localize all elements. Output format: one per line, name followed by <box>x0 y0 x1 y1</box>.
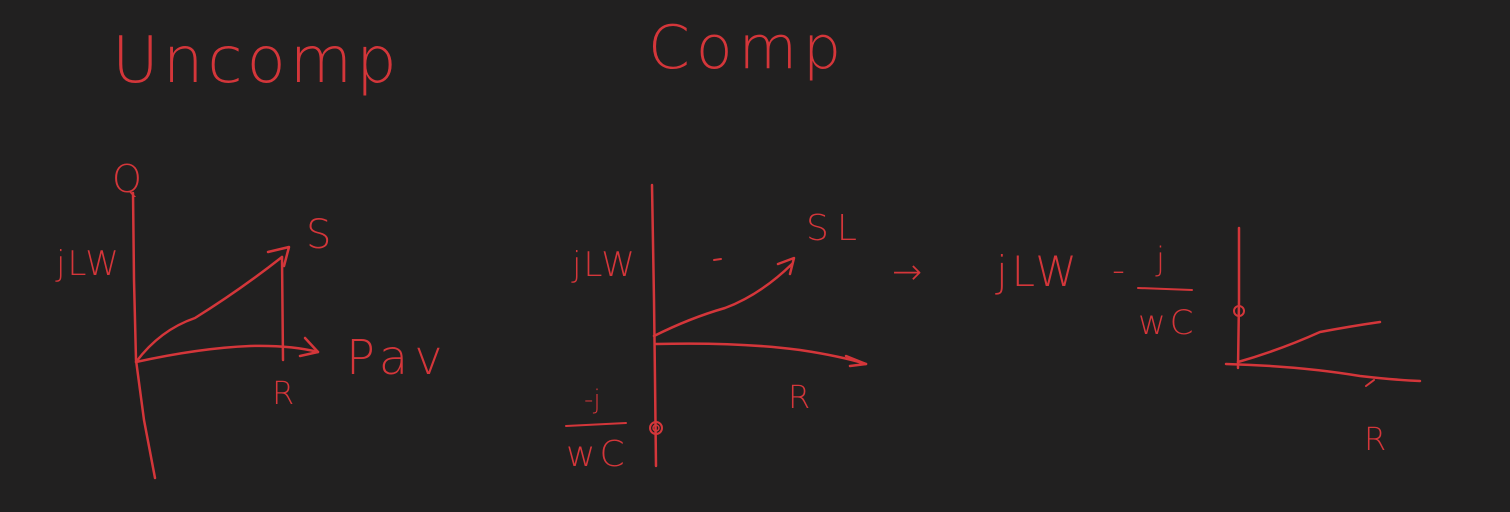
uncomp-r-dropline <box>280 255 285 362</box>
transform-fraction-bar <box>1137 287 1193 291</box>
transform-arrow: → <box>892 252 922 293</box>
comp-offset-numerator: -j <box>584 385 601 415</box>
uncomp-x-axis <box>134 344 320 364</box>
result-curve <box>1236 320 1382 364</box>
comp-offset-denominator: wC <box>566 434 629 475</box>
result-r-label: R <box>1364 420 1386 458</box>
uncomp-s-label: S <box>306 212 331 258</box>
uncomp-panel: Uncomp Q jLW S R Pav <box>55 24 449 480</box>
comp-panel: Comp jLW SL R -j wC <box>565 13 868 475</box>
comp-sl-arrowhead <box>776 256 796 276</box>
q-axis-label: Q <box>112 157 142 201</box>
comp-sl-curve <box>652 262 794 338</box>
comp-stray-tick <box>713 258 722 261</box>
result-y-axis <box>1236 226 1241 370</box>
uncomp-y-axis <box>131 191 157 480</box>
uncomp-r-label: R <box>272 374 294 412</box>
jlw-level-label-comp: jLW <box>571 245 637 285</box>
result-panel: R <box>1224 226 1422 458</box>
comp-title: Comp <box>648 13 847 83</box>
comp-sl-label: SL <box>806 208 865 249</box>
comp-x-arrowhead <box>844 354 868 368</box>
transform-minus: - <box>1112 250 1125 291</box>
comp-x-axis <box>654 342 868 366</box>
uncomp-pav-label: Pav <box>346 330 449 386</box>
uncomp-s-curve <box>134 255 284 364</box>
uncomp-x-arrowhead <box>298 336 320 358</box>
transform-fraction-numerator: j <box>1155 240 1165 278</box>
uncomp-s-arrowhead <box>266 245 291 268</box>
uncomp-title: Uncomp <box>112 24 401 98</box>
result-x-axis <box>1224 362 1422 383</box>
result-intercept-marker <box>1233 305 1245 317</box>
transform-fraction-denominator: wC <box>1138 303 1198 343</box>
result-stray-tick <box>1365 379 1375 387</box>
jlw-level-label-uncomp: jLW <box>55 244 121 284</box>
transformation-expression: → jLW - j wC <box>892 240 1198 343</box>
comp-offset-fraction-bar <box>565 422 627 427</box>
comp-r-label: R <box>788 378 810 416</box>
comp-intercept-marker <box>649 421 663 435</box>
transform-jlw: jLW <box>995 247 1081 296</box>
